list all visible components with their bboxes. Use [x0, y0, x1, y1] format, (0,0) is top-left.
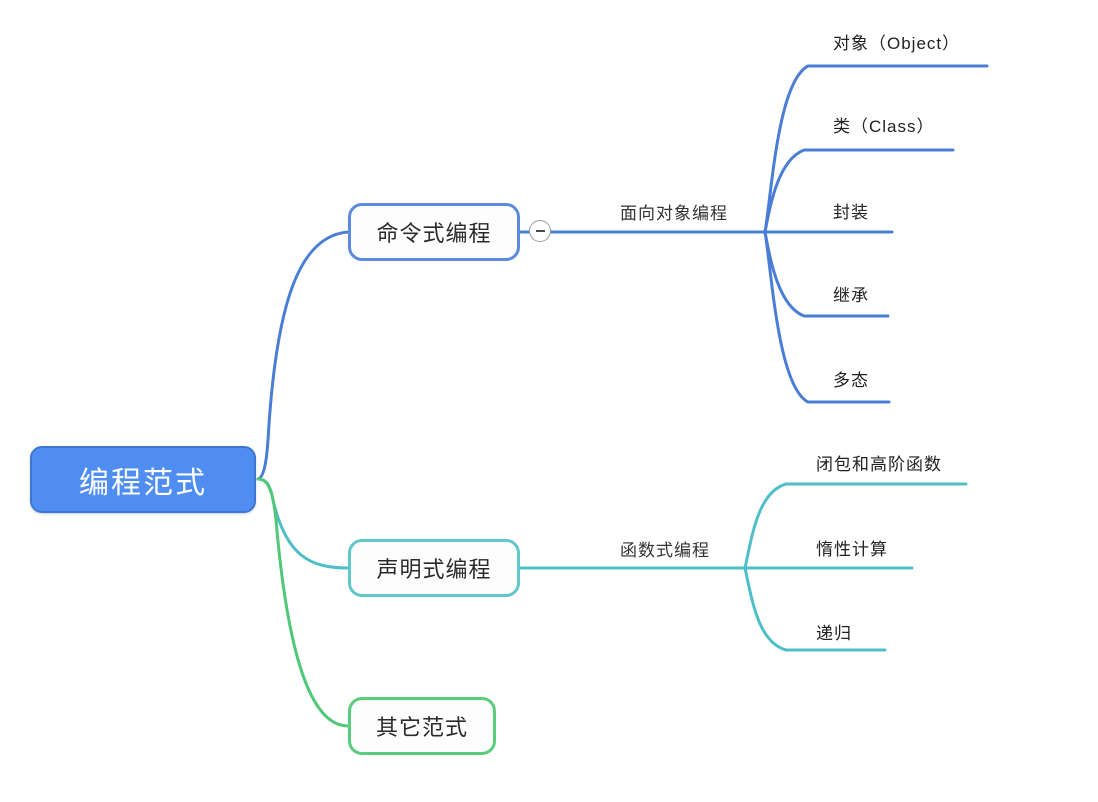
branch-node-imperative-label: 命令式编程 [376, 221, 492, 246]
leaf-node-inheritance[interactable]: 继承 [833, 286, 869, 305]
leaf-node-recursion[interactable]: 递归 [816, 624, 852, 643]
branch-node-other-label: 其它范式 [375, 715, 468, 740]
leaf-node-lazy-evaluation[interactable]: 惰性计算 [816, 540, 888, 559]
leaf-node-polymorphism[interactable]: 多态 [833, 371, 869, 390]
edge-label-object-oriented-programming[interactable]: 面向对象编程 [620, 204, 728, 223]
edge-oop-to-object [763, 64, 989, 234]
edge-oop-to-polymorphism [763, 230, 891, 404]
minus-icon [535, 230, 545, 232]
leaf-node-closure-and-higher-order-functions[interactable]: 闭包和高阶函数 [816, 455, 942, 474]
branch-node-other[interactable]: 其它范式 [348, 697, 496, 755]
branch-node-declarative[interactable]: 声明式编程 [348, 539, 520, 597]
leaf-node-encapsulation[interactable]: 封装 [833, 203, 869, 222]
root-node-label: 编程范式 [79, 466, 207, 500]
leaf-node-object[interactable]: 对象（Object） [833, 34, 961, 53]
edge-root-to-other [256, 477, 350, 728]
root-node[interactable]: 编程范式 [30, 446, 256, 513]
edge-label-functional-programming[interactable]: 函数式编程 [620, 541, 710, 560]
leaf-node-class[interactable]: 类（Class） [833, 117, 935, 136]
edge-root-to-declarative [256, 477, 350, 570]
collapse-toggle-imperative[interactable] [529, 220, 551, 242]
edge-fp-to-recursion [743, 566, 887, 652]
branch-node-declarative-label: 声明式编程 [376, 557, 492, 582]
edge-root-to-imperative [256, 230, 350, 481]
branch-node-imperative[interactable]: 命令式编程 [348, 203, 520, 261]
edge-oop-to-inheritance [763, 230, 890, 318]
